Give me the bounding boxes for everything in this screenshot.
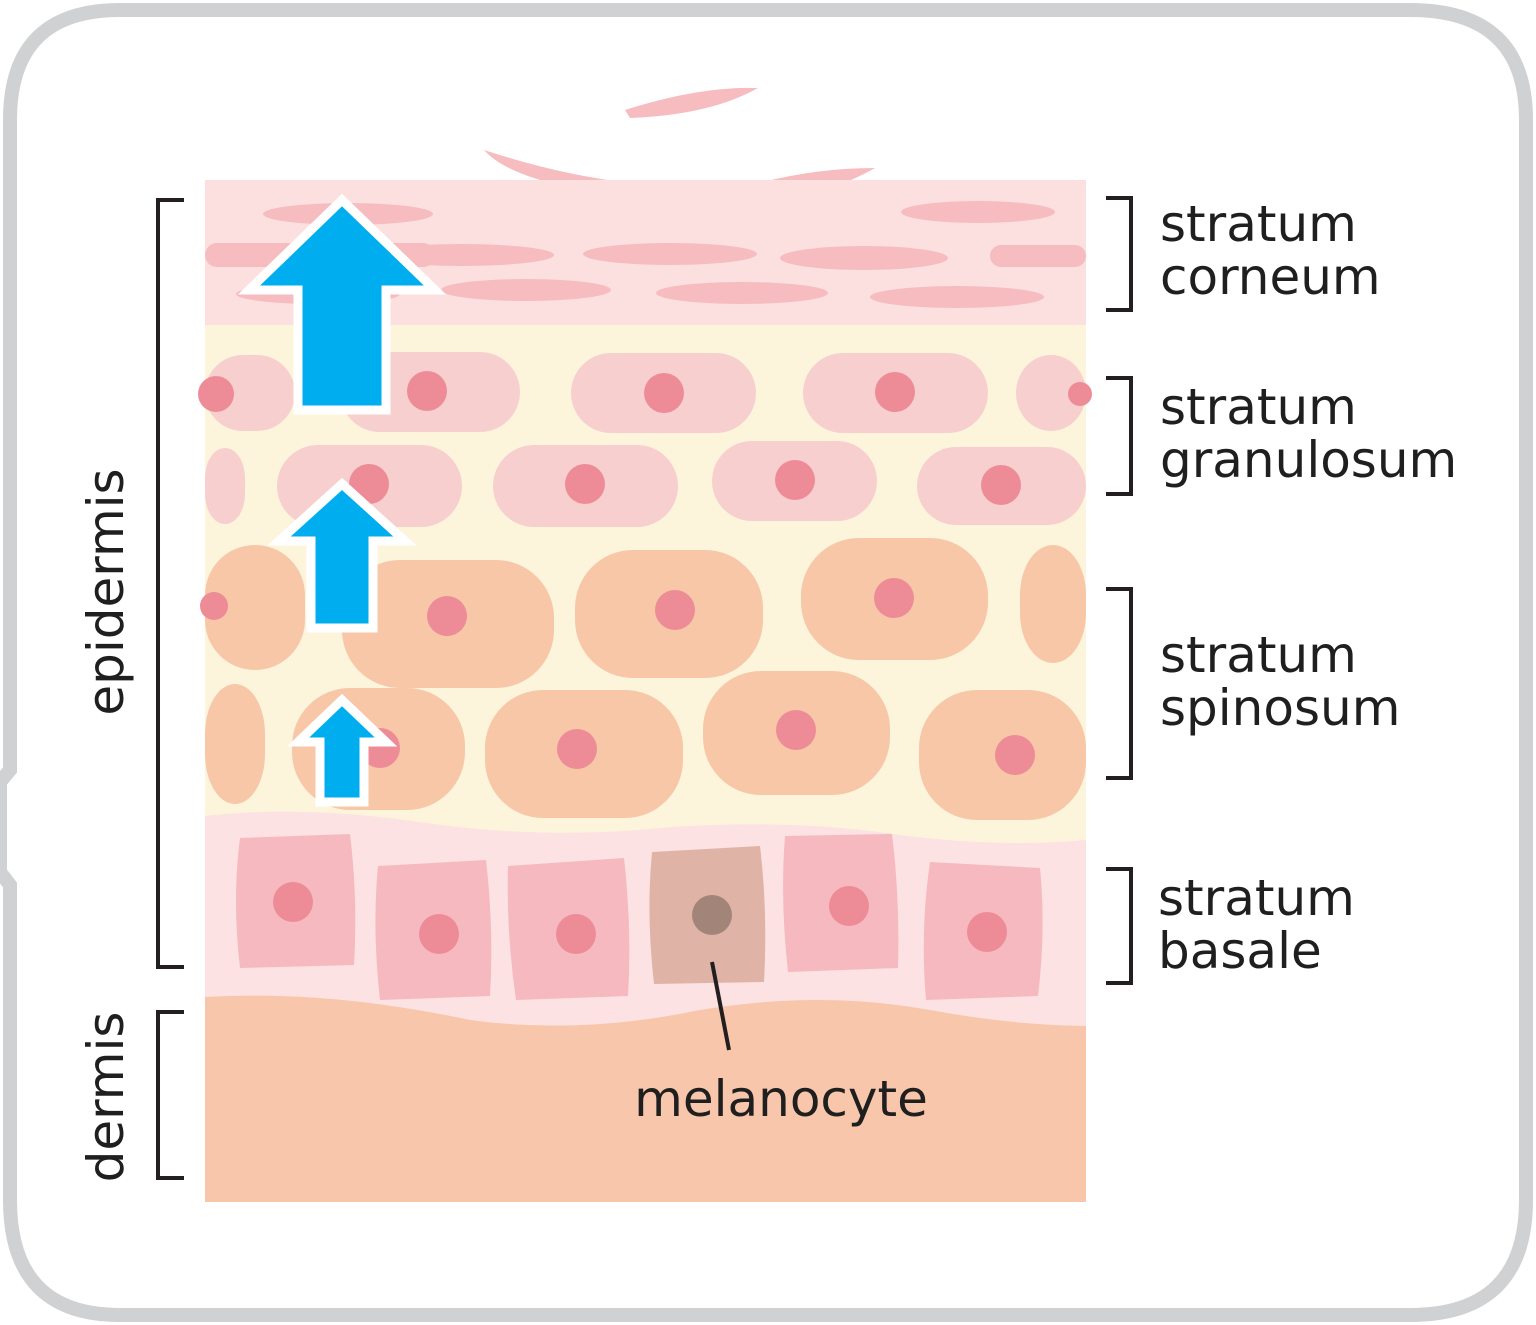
nucleus <box>967 912 1007 952</box>
granular-cell <box>205 448 245 524</box>
nucleus <box>655 590 695 630</box>
nucleus <box>874 578 914 618</box>
spinosum-nuclei <box>200 578 1035 775</box>
nucleus <box>565 464 605 504</box>
basale-bracket <box>1106 867 1133 985</box>
nucleus <box>198 376 234 412</box>
granulosum-cells <box>198 352 1092 527</box>
nucleus <box>556 914 596 954</box>
spinosum-bracket <box>1106 587 1133 780</box>
nucleus <box>776 710 816 750</box>
granulosum-bracket <box>1106 376 1133 496</box>
flake <box>990 245 1086 267</box>
dermis-band <box>205 995 1086 1202</box>
up-arrow-icon <box>286 693 398 807</box>
label-spinosum-line2: spinosum <box>1160 679 1400 737</box>
flake <box>484 150 630 190</box>
flake <box>441 279 611 301</box>
spinous-cell <box>1020 545 1086 663</box>
nucleus <box>557 729 597 769</box>
nucleus <box>995 735 1035 775</box>
label-dermis: dermis <box>77 1012 135 1183</box>
melanocyte-pointer <box>710 961 731 1051</box>
upward-arrows <box>237 193 447 807</box>
nucleus <box>775 460 815 500</box>
up-arrow-icon <box>267 477 417 633</box>
label-corneum-line1: stratum <box>1160 195 1357 253</box>
up-arrow-icon <box>237 193 447 415</box>
nucleus <box>427 596 467 636</box>
dermis-bracket <box>156 1010 184 1180</box>
nucleus <box>1068 382 1092 406</box>
label-granulosum-line1: stratum <box>1160 378 1357 436</box>
basale-nuclei <box>273 882 1007 954</box>
nucleus <box>419 914 459 954</box>
nucleus <box>200 592 228 620</box>
flake <box>625 87 758 118</box>
flake <box>901 201 1055 223</box>
flake <box>780 246 948 270</box>
label-corneum-line2: corneum <box>1160 248 1381 306</box>
left-brackets <box>156 198 184 1180</box>
nucleus <box>644 373 684 413</box>
flake <box>583 243 757 265</box>
label-epidermis: epidermis <box>77 468 135 715</box>
nucleus <box>829 886 869 926</box>
label-basale-line2: basale <box>1158 922 1322 980</box>
granular-cell <box>205 355 295 431</box>
corneum-flakes <box>205 201 1086 308</box>
granular-cell <box>1016 355 1086 431</box>
label-basale-line1: stratum <box>1158 869 1355 927</box>
label-granulosum-line2: granulosum <box>1160 431 1457 489</box>
spinous-cell <box>205 684 265 804</box>
corneum-bracket <box>1106 196 1133 312</box>
flake <box>870 286 1044 308</box>
flake <box>656 282 828 304</box>
label-melanocyte: melanocyte <box>634 1070 928 1128</box>
flake <box>370 244 554 266</box>
spinous-cell <box>205 545 305 670</box>
nucleus <box>981 465 1021 505</box>
label-spinosum-line1: stratum <box>1160 626 1357 684</box>
right-brackets <box>1106 196 1133 985</box>
epidermis-bracket <box>156 198 184 969</box>
nucleus <box>273 882 313 922</box>
nucleus <box>875 372 915 412</box>
melanocyte-nucleus <box>692 895 732 935</box>
nucleus <box>407 371 447 411</box>
